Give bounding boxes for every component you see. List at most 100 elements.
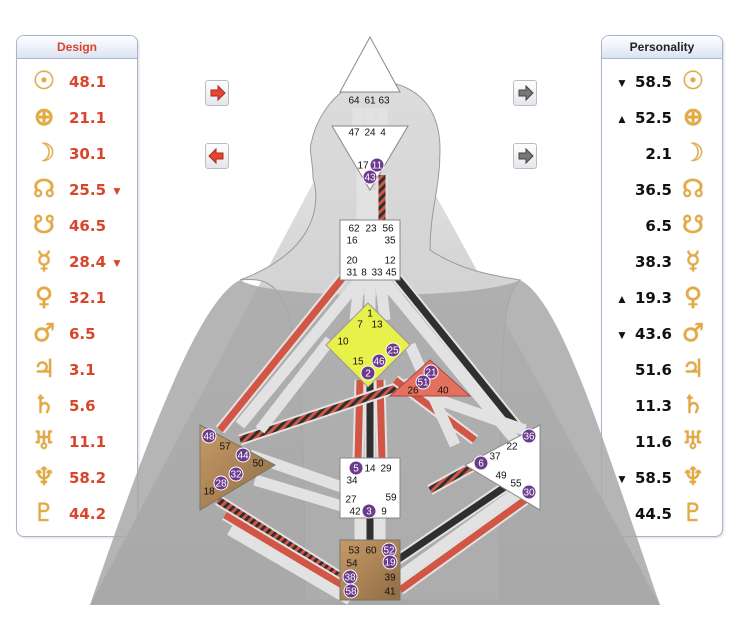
channel-edge (238, 374, 422, 446)
moon-icon: ☽ (681, 138, 705, 167)
channel-edge (253, 474, 357, 516)
gate-label: 23 (365, 224, 377, 235)
arrow-down-icon: ▼ (111, 184, 123, 198)
gate-label: 39 (384, 573, 396, 584)
design-row-south-node: ☋46.5 (17, 210, 137, 240)
gate-badge (423, 364, 439, 380)
personality-row-north-node: ☊36.5 (602, 174, 722, 204)
design-row-earth: ⊕21.1 (17, 102, 137, 132)
solar-plexus-center (463, 424, 541, 511)
gate-label: 21 (425, 368, 437, 379)
pluto-icon: ♇ (32, 498, 56, 527)
channel-edge (423, 389, 527, 436)
channel-line (351, 274, 364, 321)
channel-line (397, 497, 528, 593)
personality-value: 52.5 (634, 109, 672, 127)
prev-design-button[interactable] (205, 143, 229, 169)
arrow-down-icon: ▼ (616, 328, 628, 342)
gate-label: 53 (348, 546, 360, 557)
channel-line (392, 272, 523, 433)
ajna-center (331, 125, 409, 191)
gate-label: 59 (385, 493, 397, 504)
arrow-left-red-icon (208, 147, 224, 165)
design-panel: Design ☉48.1⊕21.1☽30.1☊25.5▼☋46.5☿28.4▼♀… (16, 35, 138, 537)
gate-badge (348, 460, 364, 476)
channel-edge (391, 485, 524, 585)
gate-badge (415, 374, 431, 390)
gate-badge (473, 455, 489, 471)
design-value: 46.5 (69, 217, 107, 235)
gate-label: 25 (387, 346, 399, 357)
gate-label: 22 (506, 442, 518, 453)
design-row-uranus: ♅11.1 (17, 426, 137, 456)
gate-label: 27 (345, 495, 357, 506)
personality-row-south-node: ☋6.5 (602, 210, 722, 240)
personality-row-moon: ☽ 2.1 (602, 138, 722, 168)
uranus-icon: ♅ (681, 426, 705, 455)
channel-line (217, 272, 348, 433)
channel-edge (222, 510, 353, 595)
personality-value: 51.6 (634, 361, 672, 379)
gate-label: 8 (361, 268, 367, 279)
gate-label: 14 (364, 464, 376, 475)
prev-personality-button[interactable] (513, 143, 537, 169)
personality-row-mercury: ☿38.3 (602, 246, 722, 276)
personality-value: 58.5 (634, 469, 672, 487)
gate-label: 17 (357, 161, 369, 172)
arrow-right-gray-icon (518, 84, 534, 102)
personality-row-neptune: ♆58.5▼ (602, 462, 722, 492)
next-personality-button[interactable] (513, 80, 537, 106)
personality-value: 2.1 (645, 145, 672, 163)
saturn-icon: ♄ (681, 390, 705, 419)
gate-label: 44 (237, 451, 249, 462)
next-design-button[interactable] (205, 80, 229, 106)
head-center (339, 35, 401, 93)
arrow-right-gray-icon (518, 147, 534, 165)
design-row-saturn: ♄5.6 (17, 390, 137, 420)
personality-value: 11.3 (634, 397, 672, 415)
personality-value: 44.5 (634, 505, 672, 523)
gate-badge (213, 475, 229, 491)
gate-label: 9 (381, 507, 387, 518)
sun-icon: ☉ (32, 66, 56, 95)
design-row-neptune: ♆58.2 (17, 462, 137, 492)
design-title: Design (17, 36, 137, 59)
gate-label: 32 (230, 470, 242, 481)
design-row-north-node: ☊ 25.5 ▼ (17, 174, 137, 204)
personality-value: 38.3 (634, 253, 672, 271)
channel-edge (386, 475, 519, 570)
personality-row-saturn: ♄ 11.3 (602, 390, 722, 420)
arrow-right-red-icon (210, 84, 226, 102)
design-value: 3.1 (69, 361, 96, 379)
gate-label: 5 (353, 464, 359, 475)
channel-edge (427, 460, 478, 495)
design-row-pluto: ♇44.2 (17, 498, 137, 528)
gate-label: 35 (384, 236, 396, 247)
gate-label: 24 (364, 128, 376, 139)
gate-label: 2 (365, 369, 371, 380)
gate-label: 20 (346, 256, 358, 267)
north-node-icon: ☊ (32, 174, 56, 203)
channel-line (216, 497, 347, 583)
channel-edge (215, 271, 350, 434)
personality-value: 58.5 (634, 73, 672, 91)
gate-label: 55 (510, 479, 522, 490)
uranus-icon: ♅ (32, 426, 56, 455)
gate-label: 38 (344, 573, 356, 584)
gate-badge (382, 554, 398, 570)
channel-line (376, 274, 389, 321)
personality-row-jupiter: ♃51.6 (602, 354, 722, 384)
personality-value: 19.3 (634, 289, 672, 307)
arrow-down-icon: ▼ (616, 472, 628, 486)
gate-label: 51 (417, 378, 429, 389)
design-value: 25.5 (69, 181, 107, 199)
gate-label: 12 (384, 256, 396, 267)
gate-label: 61 (364, 96, 376, 107)
mars-icon: ♂ (681, 318, 705, 347)
gate-label: 19 (384, 558, 396, 569)
channel-edge (215, 495, 348, 585)
gate-label: 52 (383, 546, 395, 557)
throat-center (339, 219, 401, 281)
design-row-venus: ♀32.1 (17, 282, 137, 312)
channel-line (392, 487, 523, 583)
